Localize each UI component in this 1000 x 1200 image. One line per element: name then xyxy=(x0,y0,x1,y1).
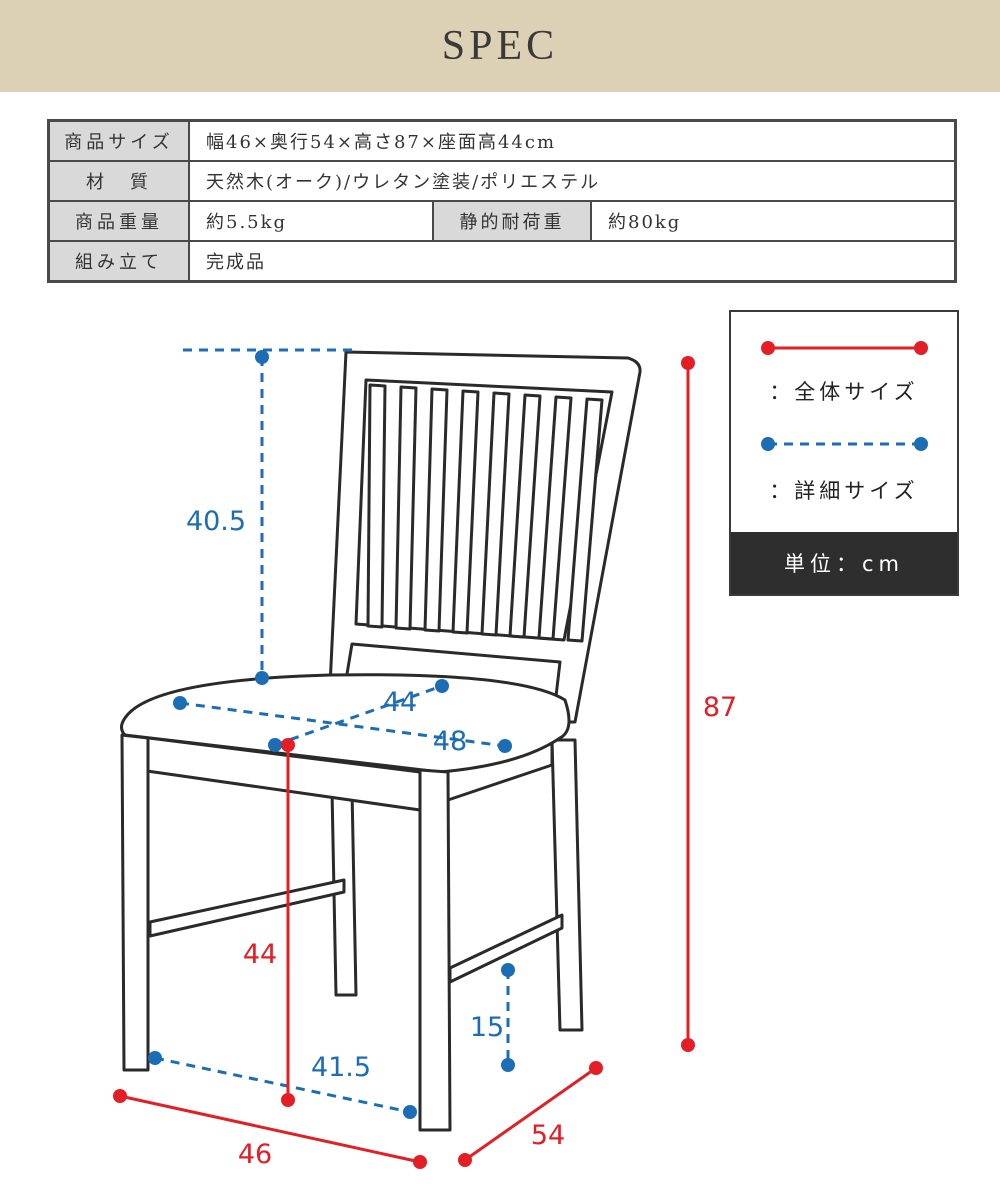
row-label: 組み立て xyxy=(47,240,190,283)
spec-header: SPEC xyxy=(0,0,1000,92)
dim-seat-height: 44 xyxy=(243,939,277,970)
chair-drawing xyxy=(120,350,642,1132)
rear-right-leg xyxy=(550,738,584,1032)
detail-dimensions xyxy=(154,348,510,1114)
row-value: 約5.5kg xyxy=(188,200,434,242)
detail-legend-line xyxy=(761,437,928,451)
dim-height: 87 xyxy=(703,692,737,723)
legend-lines xyxy=(761,341,928,451)
legend-detail-label: ：詳細サイズ xyxy=(769,479,919,503)
row-label: 商品サイズ xyxy=(47,119,190,162)
row-value: 幅46×奥行54×高さ87×座面高44cm xyxy=(188,119,957,162)
spec-table: 商品サイズ 幅46×奥行54×高さ87×座面高44cm 材 質 天然木(オーク)… xyxy=(47,119,957,283)
overall-legend-line xyxy=(761,341,928,355)
table-row: 商品サイズ 幅46×奥行54×高さ87×座面高44cm xyxy=(47,119,957,162)
table-row: 組み立て 完成品 xyxy=(47,240,957,283)
dim-stretcher-height: 15 xyxy=(470,1012,504,1043)
left-stretcher xyxy=(148,878,346,938)
row-value: 完成品 xyxy=(188,240,957,283)
table-row: 商品重量 約5.5kg 静的耐荷重 約80kg xyxy=(47,200,957,242)
row-label-2: 静的耐荷重 xyxy=(432,200,592,242)
overall-dimensions xyxy=(119,363,690,1164)
dim-seat-depth: 44 xyxy=(383,687,417,718)
table-row: 材 質 天然木(オーク)/ウレタン塗装/ポリエステル xyxy=(47,160,957,202)
detail-points xyxy=(148,350,515,1119)
row-value-2: 約80kg xyxy=(590,200,957,242)
legend-unit: 単位：cm xyxy=(731,532,957,594)
front-right-leg xyxy=(418,768,452,1132)
dim-depth: 54 xyxy=(531,1120,565,1151)
front-left-leg xyxy=(120,733,150,1072)
spec-title: SPEC xyxy=(441,23,559,69)
dim-seat-width: 48 xyxy=(433,726,467,757)
row-value: 天然木(オーク)/ウレタン塗装/ポリエステル xyxy=(188,160,957,202)
legend-overall-label: ：全体サイズ xyxy=(769,380,919,404)
overall-points xyxy=(113,356,695,1169)
dim-leg-inner-width: 41.5 xyxy=(311,1052,371,1083)
legend: ：全体サイズ ：詳細サイズ 単位：cm xyxy=(729,310,959,596)
dim-width: 46 xyxy=(238,1139,272,1170)
row-label: 材 質 xyxy=(47,160,190,202)
chair-back-slats xyxy=(366,383,604,643)
dim-back-height: 40.5 xyxy=(186,506,246,537)
row-label: 商品重量 xyxy=(47,200,190,242)
